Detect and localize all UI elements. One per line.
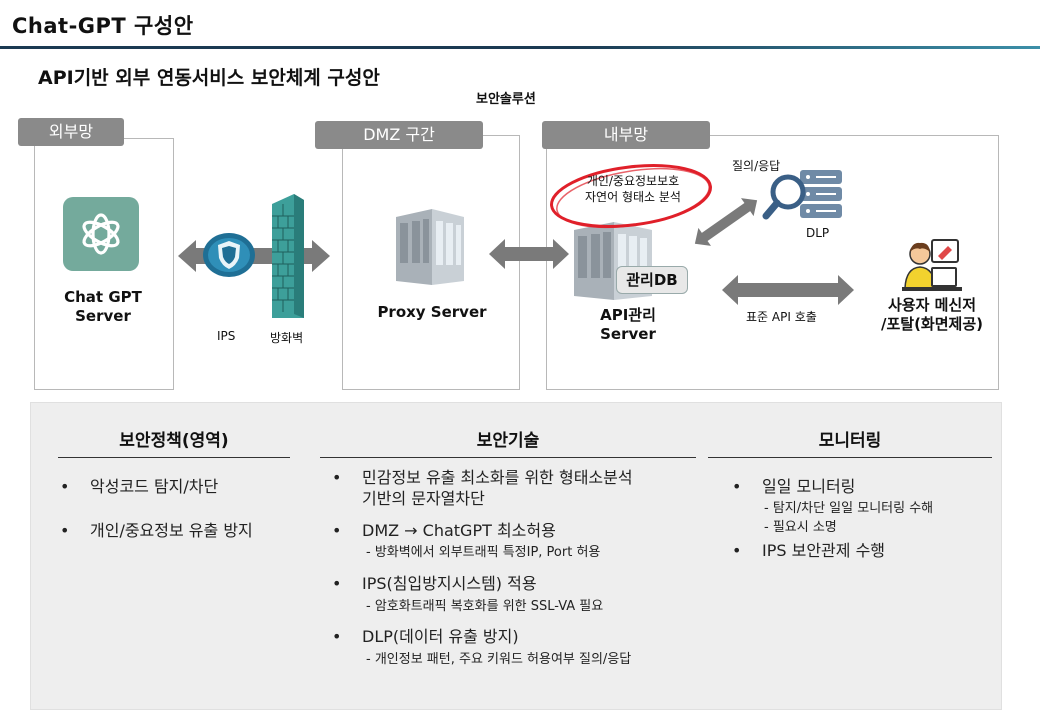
api-server-label: API관리 Server: [600, 306, 656, 343]
technology-heading: 보안기술: [476, 431, 540, 451]
chatgpt-server-label: Chat GPT Server: [64, 288, 142, 325]
proxy-server-label: Proxy Server: [377, 303, 487, 321]
annotation-text: 개인/중요정보보호 자연어 형태소 분석: [585, 174, 681, 204]
technology-item: DMZ → ChatGPT 최소허용: [332, 520, 556, 541]
policy-heading: 보안정책(영역): [119, 431, 229, 451]
monitoring-heading: 모니터링: [818, 431, 882, 451]
ips-label: IPS: [217, 329, 236, 343]
chatgpt-logo-icon: [63, 197, 139, 271]
monitoring-divider: [708, 457, 992, 458]
dmz-zone-tab: DMZ 구간: [315, 121, 483, 149]
technology-item: 민감정보 유출 최소화를 위한 형태소분석 기반의 문자열차단: [332, 467, 692, 509]
internal-zone-tab: 내부망: [542, 121, 710, 149]
dlp-icon: [762, 168, 844, 224]
management-db-badge: 관리DB: [616, 266, 688, 294]
firewall-label: 방화벽: [270, 331, 304, 345]
annotation-circle: [547, 162, 715, 232]
technology-subitem: - 개인정보 패턴, 주요 키워드 허용여부 질의/응답: [366, 652, 632, 667]
title-rule: [0, 46, 1040, 49]
technology-divider: [320, 457, 696, 458]
diagram-subtitle: API기반 외부 연동서비스 보안체계 구성안: [38, 67, 380, 89]
technology-subitem: - 암호화트래픽 복호화를 위한 SSL-VA 필요: [366, 599, 604, 614]
technology-subitem: - 방화벽에서 외부트래픽 특정IP, Port 허용: [366, 545, 601, 560]
policy-divider: [58, 457, 290, 458]
policy-item: 개인/중요정보 유출 방지: [60, 520, 253, 541]
technology-item: DLP(데이터 유출 방지): [332, 626, 519, 647]
arrow-proxy-api: [489, 237, 569, 271]
arrow-api-user: [722, 274, 854, 306]
dlp-label: DLP: [806, 226, 830, 240]
standard-api-call-label: 표준 API 호출: [746, 310, 817, 324]
monitoring-subitem: - 필요시 소명: [764, 520, 837, 535]
proxy-server-icon: [392, 205, 468, 285]
external-zone-tab: 외부망: [18, 118, 124, 146]
slide-title: Chat-GPT 구성안: [12, 14, 194, 38]
firewall-icon: [272, 194, 304, 318]
ips-shield-icon: [202, 232, 256, 278]
monitoring-subitem: - 탐지/차단 일일 모니터링 수해: [764, 501, 934, 516]
user-messenger-icon: [902, 238, 962, 292]
policy-item: 악성코드 탐지/차단: [60, 476, 218, 497]
user-messenger-label: 사용자 메신저 /포탈(화면제공): [881, 296, 983, 333]
monitoring-item: IPS 보안관제 수행: [732, 540, 885, 561]
technology-item: IPS(침입방지시스템) 적용: [332, 573, 537, 594]
security-solution-label: 보안솔루션: [476, 92, 536, 107]
arrow-api-dlp: [692, 196, 760, 248]
query-response-label: 질의/응답: [732, 159, 781, 173]
monitoring-item: 일일 모니터링: [732, 476, 856, 497]
